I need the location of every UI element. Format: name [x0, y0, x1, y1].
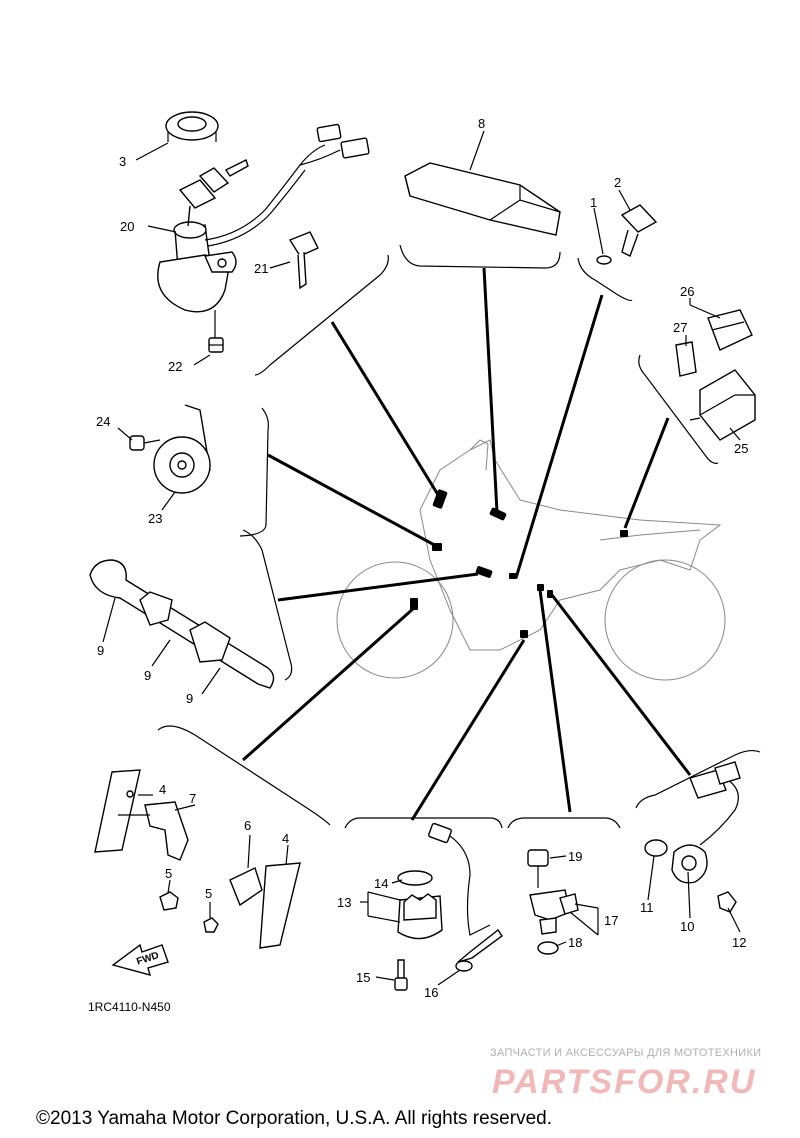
ecu-part	[404, 162, 561, 236]
sensor-part	[596, 204, 658, 265]
callout-24: 24	[96, 414, 110, 429]
callout-5-a: 5	[165, 866, 172, 881]
callout-20: 20	[120, 219, 134, 234]
callout-23: 23	[148, 511, 162, 526]
callout-9-c: 9	[186, 691, 193, 706]
callout-25: 25	[734, 441, 748, 456]
callout-21: 21	[254, 261, 268, 276]
motorcycle-silhouette	[336, 439, 726, 681]
watermark-logo: PARTSFOR.RU	[492, 1063, 756, 1101]
sidestand-group-part	[94, 769, 301, 949]
callout-6: 6	[244, 818, 251, 833]
fuel-sender-part	[394, 822, 503, 991]
speed-sensor-part	[644, 761, 741, 913]
callout-14: 14	[374, 876, 388, 891]
key-part	[288, 231, 319, 290]
location-markers	[410, 489, 628, 638]
callout-9-b: 9	[144, 668, 151, 683]
group-brackets	[157, 244, 761, 829]
callout-18: 18	[568, 935, 582, 950]
callout-4-b: 4	[282, 831, 289, 846]
position-sensor-part	[527, 849, 579, 955]
watermark-tagline: ЗАПЧАСТИ И АКСЕССУАРЫ ДЛЯ МОТОТЕХНИКИ	[490, 1047, 761, 1059]
callout-3: 3	[119, 154, 126, 169]
fwd-arrow-icon: FWD	[111, 943, 169, 976]
callout-numbers: 3 20 21 22 8 2 1 26 27 25 24 23 9 9 9 4 …	[96, 116, 748, 1000]
callout-4-a: 4	[159, 782, 166, 797]
callout-15: 15	[356, 970, 370, 985]
drawing-code: 1RC4110-N450	[88, 1000, 171, 1014]
switches-part	[89, 559, 275, 689]
callout-22: 22	[168, 359, 182, 374]
callout-10: 10	[680, 919, 694, 934]
ignition-switch-part	[157, 123, 370, 353]
callout-27: 27	[673, 320, 687, 335]
callout-16: 16	[424, 985, 438, 1000]
relay-part	[675, 309, 756, 441]
ignition-cover-part	[165, 111, 219, 142]
callout-9-a: 9	[97, 643, 104, 658]
callout-7: 7	[189, 791, 196, 806]
callout-1: 1	[590, 195, 597, 210]
horn-part	[129, 404, 211, 494]
callout-11: 11	[640, 900, 654, 915]
callout-13: 13	[337, 895, 351, 910]
callout-leaders	[102, 130, 741, 986]
callout-26: 26	[680, 284, 694, 299]
callout-5-b: 5	[205, 886, 212, 901]
callout-8: 8	[478, 116, 485, 131]
leader-lines	[242, 267, 692, 821]
callout-12: 12	[732, 935, 746, 950]
callout-2: 2	[614, 175, 621, 190]
callout-19: 19	[568, 849, 582, 864]
callout-17: 17	[604, 913, 618, 928]
copyright: ©2013 Yamaha Motor Corporation, U.S.A. A…	[36, 1108, 552, 1129]
